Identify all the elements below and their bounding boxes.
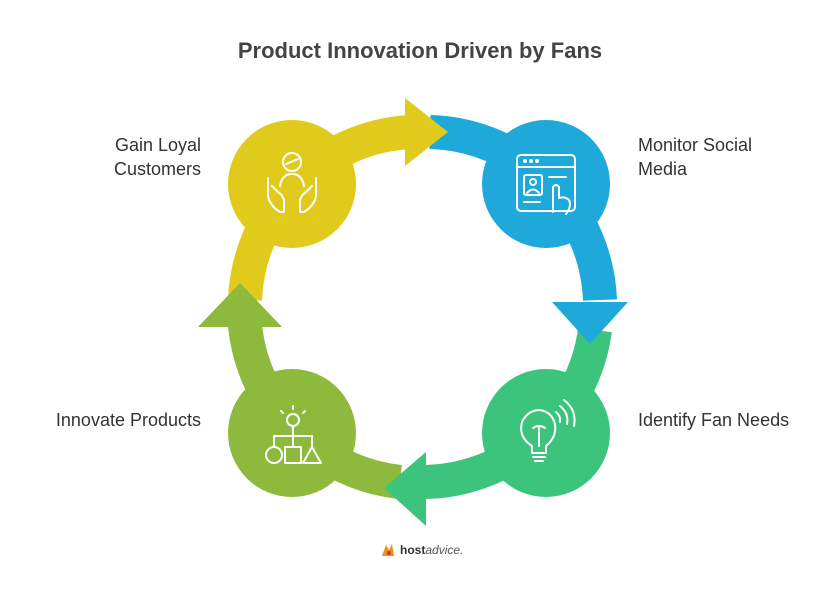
label-innovate-products: Innovate Products [55,410,201,430]
step-circle-monitor [482,120,610,248]
lightbulb-wifi-icon [520,399,576,462]
brand-bold: host [400,543,426,557]
label-identify-fan-needs: Identify Fan Needs [638,410,790,430]
step-circle-gain-loyal [228,120,356,248]
brand-watermark: hostadvice. [380,542,463,558]
hostadvice-logo-icon [382,544,394,556]
hands-person-icon [267,152,317,213]
step-circle-identify [482,369,610,497]
arrowhead-green [384,452,426,526]
arrowhead-lime [198,283,282,327]
arrowhead-yellow [405,98,448,166]
arrowhead-blue [552,302,628,344]
page-title: Product Innovation Driven by Fans [237,38,603,63]
brand-italic: advice. [425,543,464,557]
social-media-monitor-icon [516,154,576,215]
flowchart-shapes-icon [265,405,322,464]
